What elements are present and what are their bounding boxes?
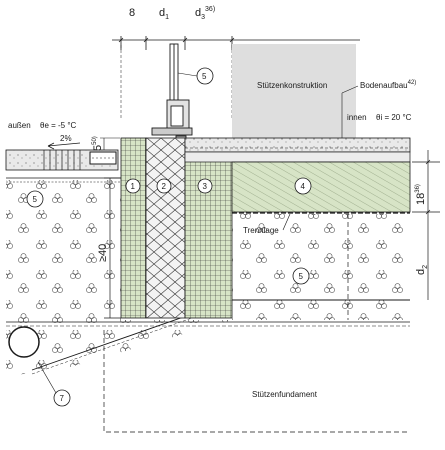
drainage-grate [5,149,119,171]
label-theta-i: θi = 20 °C [376,113,412,122]
drainage-pipe [8,326,40,358]
callout-4: 4 [294,177,312,195]
callout-5-left: 5 [26,190,44,208]
gravel-right [232,214,410,320]
svg-text:2: 2 [162,182,167,191]
dim-depth-40: ≥40 [97,244,109,262]
layer-2-xps-insulation [145,137,186,319]
svg-text:3: 3 [203,182,208,191]
upstand-dimension [100,137,120,150]
label-aussen: außen [8,121,31,130]
label-gefaelle: 2% [60,134,72,143]
label-stuetzenfundament: Stützenfundament [252,390,318,399]
label-theta-e: θe = -5 °C [40,121,77,130]
floor-concrete-slab [184,151,411,163]
gravel-lower [6,316,410,376]
svg-text:1: 1 [131,182,136,191]
dim-right-18: 1836) [415,184,427,205]
label-trennlage: Trennlage [243,226,279,235]
callout-2: 2 [156,178,172,194]
dim-d3: d336) [195,6,215,21]
layer-3-mesh-insulation [184,149,233,319]
label-bodenaufbau: Bodenaufbau42) [360,80,416,90]
window-frame [151,43,193,155]
dim-upstand: 550) [92,136,104,151]
callout-1: 1 [125,178,141,194]
callout-7: 7 [37,361,71,407]
right-dimension-chain [412,150,440,300]
callout-5-right: 5 [292,267,310,285]
svg-text:5: 5 [33,195,38,204]
slope-arrow [47,142,81,150]
svg-text:5: 5 [299,272,304,281]
gravel-left [6,178,121,320]
top-dimension-chain [112,36,360,120]
bodenaufbau-leader [341,85,359,94]
dim-d1: d1 [159,7,169,21]
svg-text:5: 5 [202,72,207,81]
floor-screed [184,137,411,153]
callout-3: 3 [197,178,213,194]
label-stuetzenkonstruktion: Stützenkonstruktion [257,81,327,90]
layer-1-mesh-insulation [120,137,147,319]
svg-text:7: 7 [60,394,65,403]
dim-right-d2: d2 [415,265,429,275]
dim-left-8: 8 [129,7,135,19]
column-construction [232,44,356,138]
depth-dimension [104,177,121,319]
label-innen: innen [347,113,367,122]
svg-text:4: 4 [301,182,306,191]
layer-4-perimeter-insulation [231,161,411,213]
